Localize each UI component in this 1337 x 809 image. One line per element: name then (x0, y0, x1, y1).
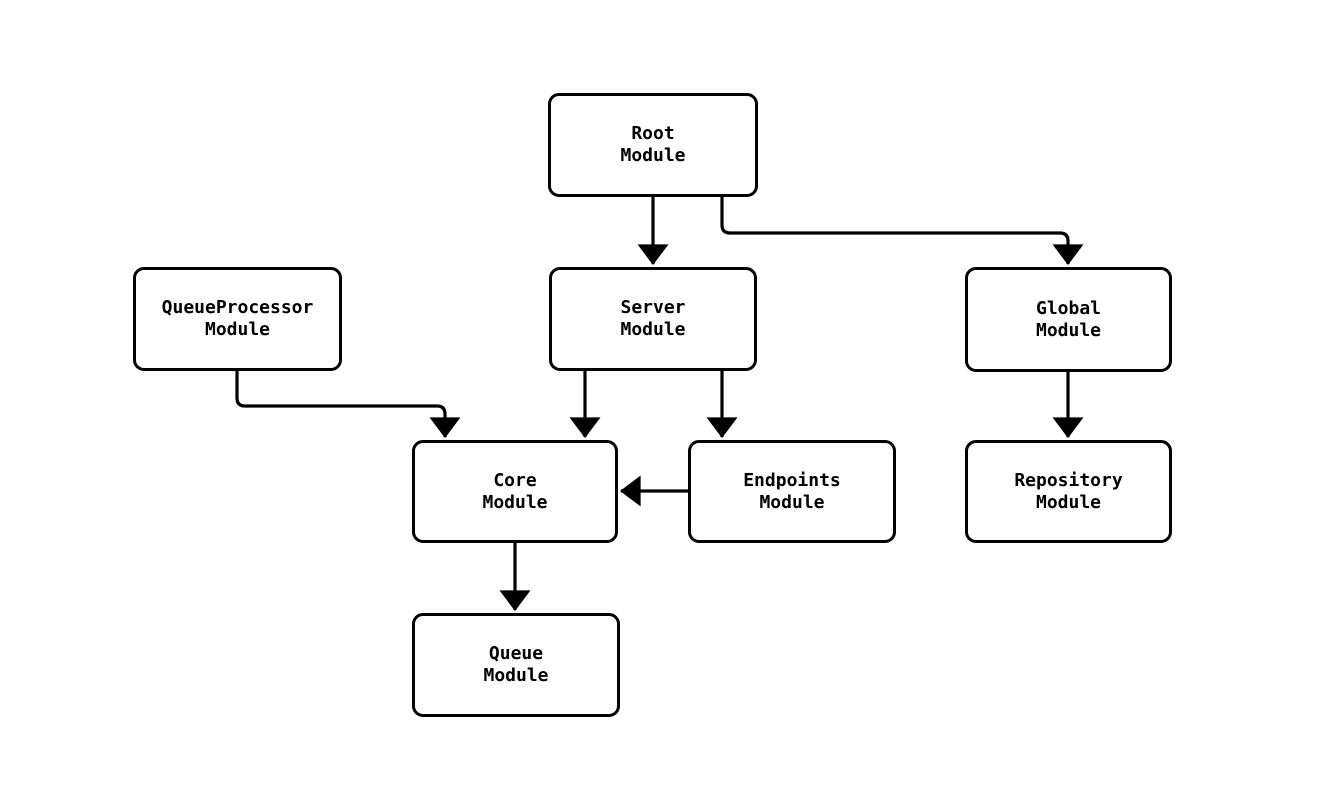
node-queue-module: Queue Module (412, 613, 620, 717)
node-core-module: Core Module (412, 440, 618, 543)
node-core-module-label: Core Module (482, 469, 548, 513)
node-repository-module-label: Repository Module (1014, 469, 1123, 513)
node-server-module-label: Server Module (620, 297, 686, 340)
node-queueprocessor-module: QueueProcessor Module (133, 267, 342, 371)
edge-queueprocessor-to-core (235, 371, 461, 439)
node-endpoints-module-label: Endpoints Module (743, 469, 841, 513)
node-global-module: Global Module (965, 267, 1172, 372)
node-endpoints-module: Endpoints Module (688, 440, 896, 543)
node-global-module-label: Global Module (1035, 297, 1102, 341)
node-root-module: Root Module (548, 93, 758, 197)
node-repository-module: Repository Module (965, 440, 1172, 543)
node-server-module: Server Module (549, 267, 757, 371)
node-root-module-label: Root Module (620, 123, 686, 166)
edge-root-to-global (720, 197, 1084, 266)
node-queueprocessor-module-label: QueueProcessor Module (161, 297, 314, 340)
node-queue-module-label: Queue Module (483, 643, 549, 686)
